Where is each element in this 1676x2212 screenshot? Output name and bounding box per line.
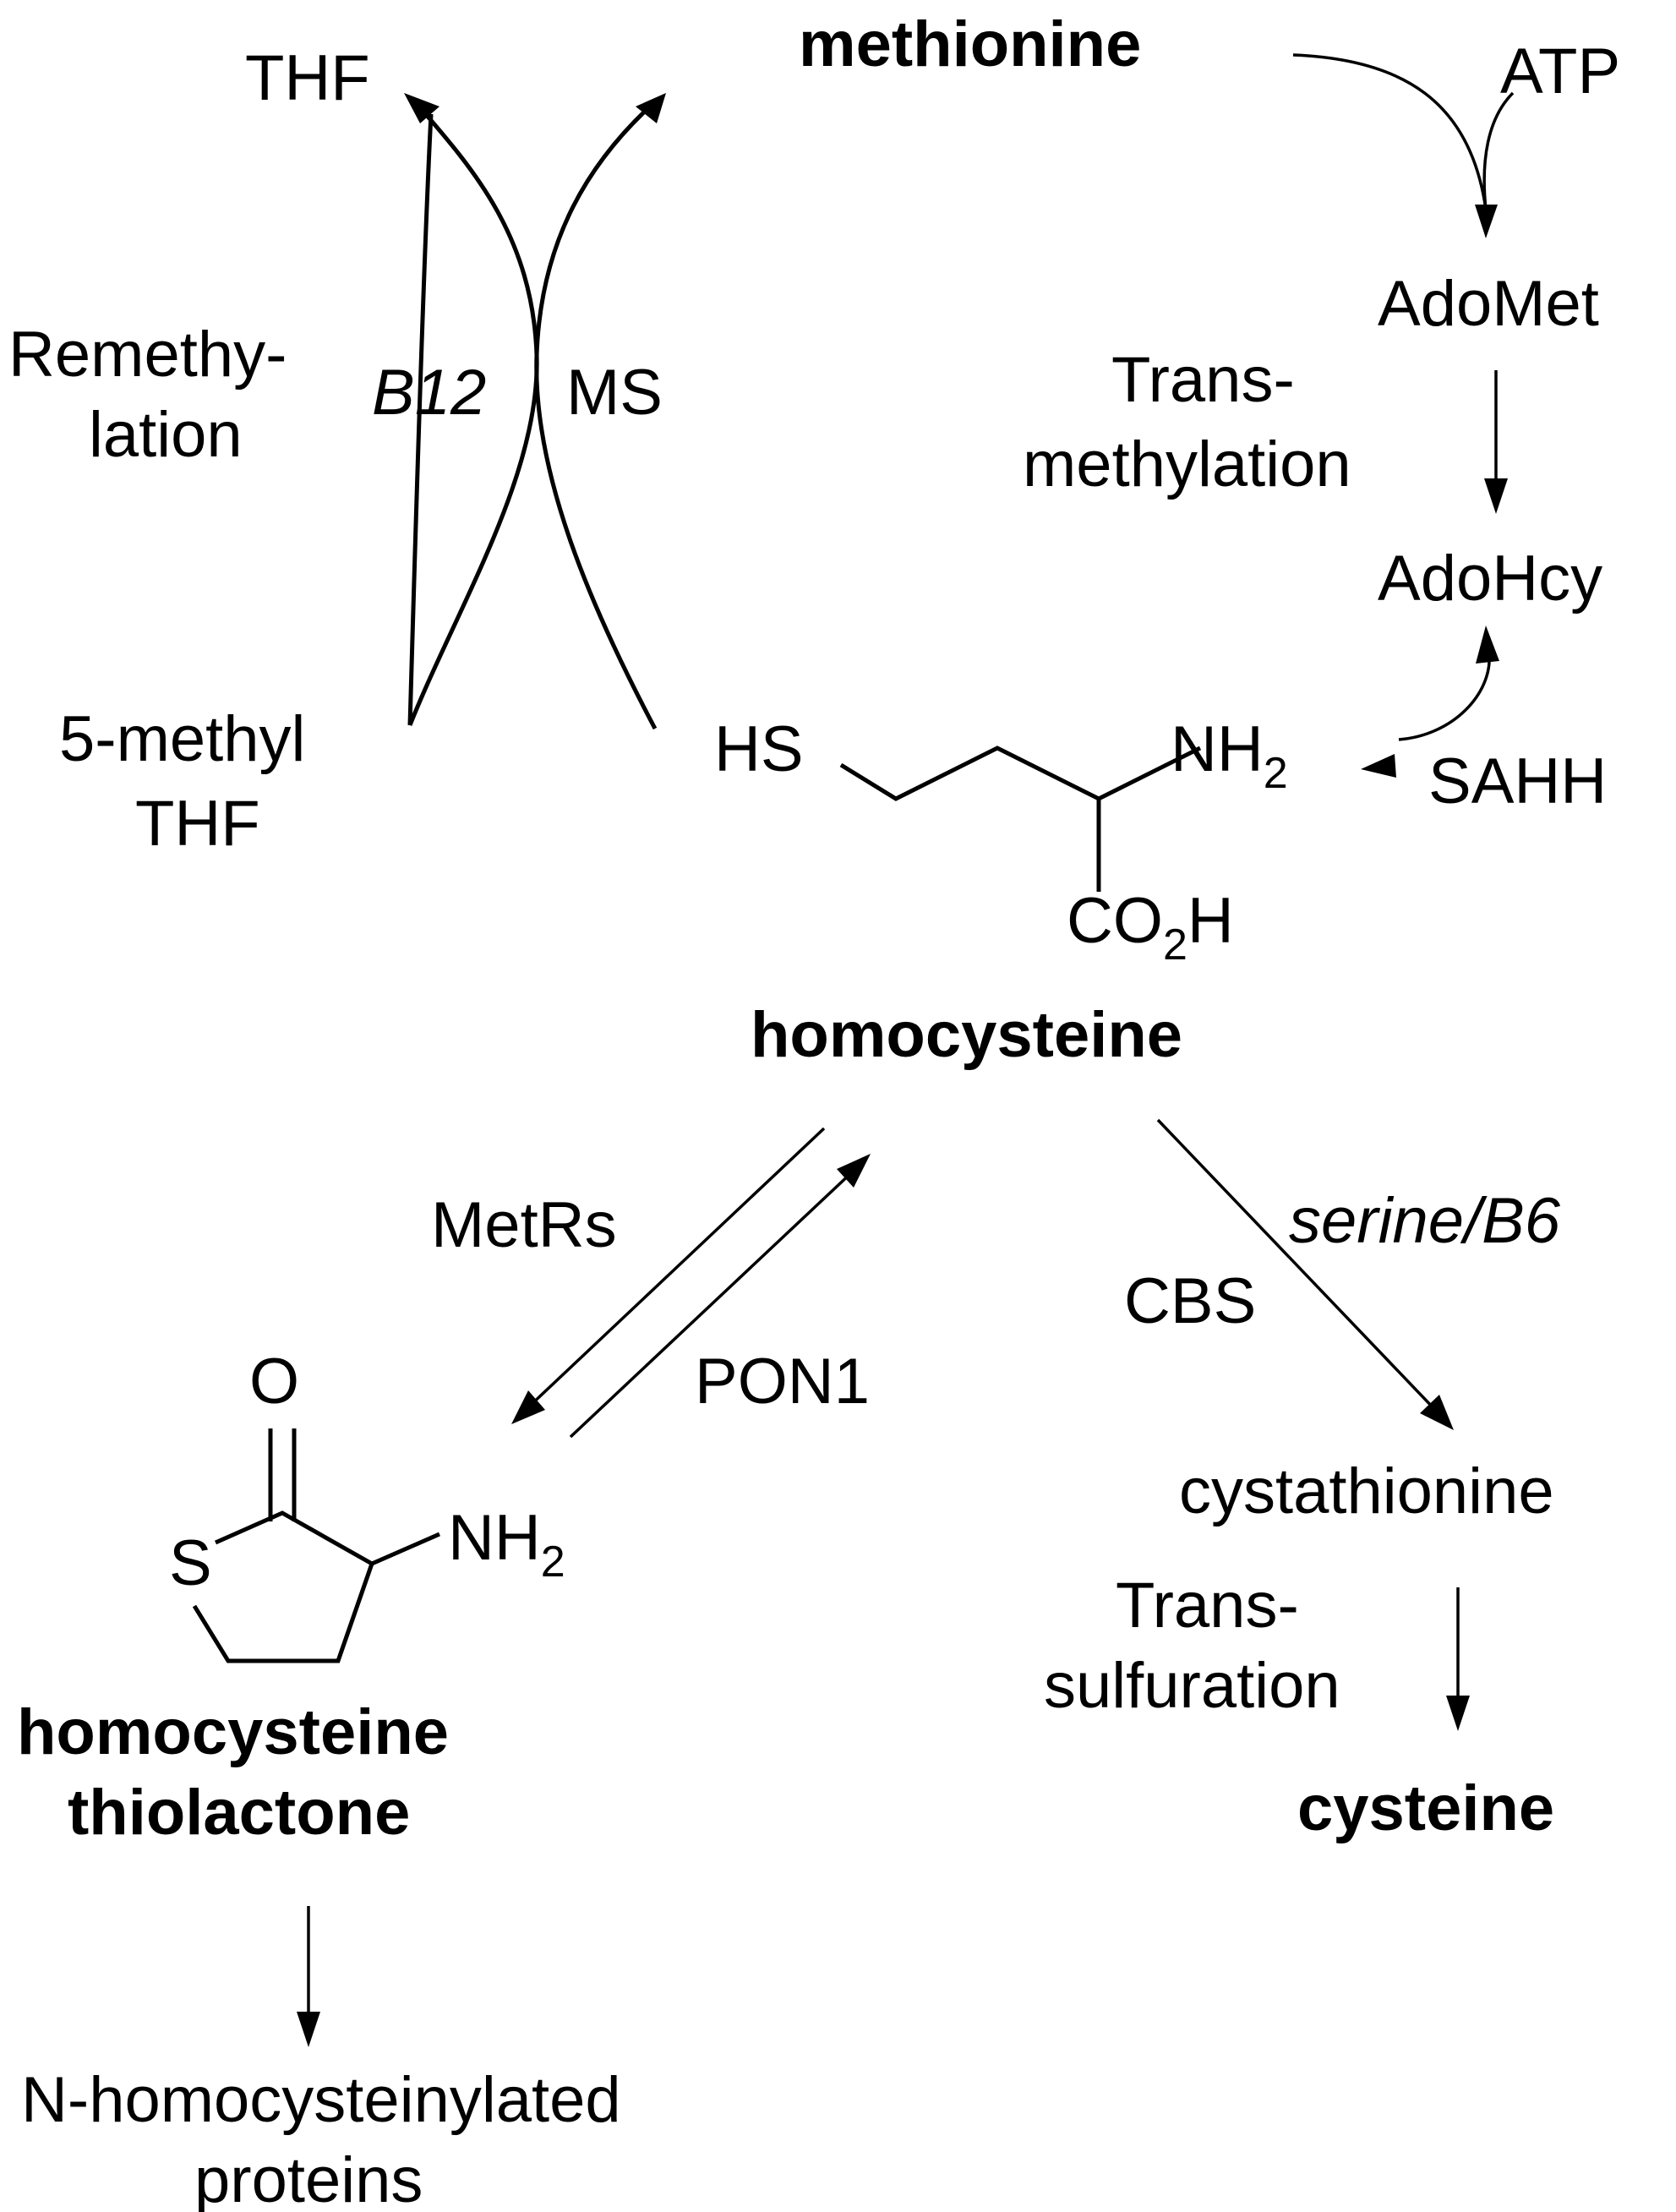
label-transsulfuration-1: Trans- <box>1116 1570 1299 1641</box>
compound-cystathionine: cystathionine <box>1179 1456 1554 1527</box>
compound-cysteine: cysteine <box>1297 1772 1554 1844</box>
compound-thiolactone-2: thiolactone <box>68 1777 410 1849</box>
group-co2h: CO2H <box>1067 885 1234 969</box>
label-atp: ATP <box>1500 36 1620 107</box>
compound-5-methyl-thf-2: THF <box>135 788 260 860</box>
compound-adohcy: AdoHcy <box>1378 543 1602 614</box>
compound-nhcy-proteins-1: N-homocysteinylated <box>21 2064 621 2136</box>
arrowhead-nhcy-proteins <box>297 2012 320 2047</box>
compound-adomet: AdoMet <box>1378 268 1599 340</box>
atom-hs: HS <box>714 713 804 785</box>
compound-nhcy-proteins-2: proteins <box>194 2144 423 2212</box>
label-pon1: PON1 <box>695 1346 870 1417</box>
arrowhead-sahh-left <box>1361 754 1396 778</box>
arrowhead-thf <box>404 93 439 123</box>
atom-s: S <box>169 1527 212 1599</box>
label-serine-b6: serine/B6 <box>1289 1185 1561 1257</box>
arrow-metrs <box>527 1127 826 1409</box>
arrowhead-cysteine <box>1446 1696 1470 1731</box>
compound-thf: THF <box>245 42 370 114</box>
label-b12: B12 <box>372 357 486 429</box>
arrowhead-cystathionine <box>1420 1395 1454 1430</box>
compound-thiolactone-1: homocysteine <box>17 1696 449 1768</box>
compound-homocysteine: homocysteine <box>751 999 1182 1071</box>
atp-input-curve <box>1482 91 1515 210</box>
group-nh2-thiolactone: NH2 <box>448 1502 565 1587</box>
label-transmethylation-1: Trans- <box>1111 344 1295 416</box>
label-transsulfuration-2: sulfuration <box>1044 1650 1340 1722</box>
arrow-methionine-to-adomet <box>1292 53 1488 210</box>
arrowhead-adomet <box>1475 205 1498 238</box>
remethylation-arc-left <box>407 113 434 726</box>
arrow-pon1 <box>569 1169 855 1439</box>
arrowhead-metrs <box>511 1390 545 1424</box>
arrowhead-adohcy <box>1484 478 1508 514</box>
label-remethylation-1: Remethy- <box>8 319 287 391</box>
arrowhead-sahh-up <box>1476 625 1499 664</box>
compound-5-methyl-thf-1: 5-methyl <box>59 703 305 775</box>
arrow-sahh <box>1398 654 1491 741</box>
compound-methionine: methionine <box>799 8 1141 80</box>
group-nh2: NH2 <box>1171 713 1288 798</box>
label-metrs: MetRs <box>431 1189 617 1261</box>
arrowhead-methionine <box>636 93 666 123</box>
label-remethylation-2: lation <box>89 399 243 471</box>
homocysteine-structure <box>839 746 1202 892</box>
arrow-cbs <box>1156 1118 1439 1413</box>
label-ms: MS <box>566 357 663 429</box>
atom-o: O <box>249 1346 299 1417</box>
label-transmethylation-2: methylation <box>1023 429 1351 500</box>
label-sahh: SAHH <box>1428 746 1607 817</box>
label-cbs: CBS <box>1124 1265 1256 1337</box>
arrowhead-pon1 <box>837 1154 871 1188</box>
arc-homocysteine-to-methionine <box>534 104 658 730</box>
thiolactone-structure <box>192 1428 441 1663</box>
